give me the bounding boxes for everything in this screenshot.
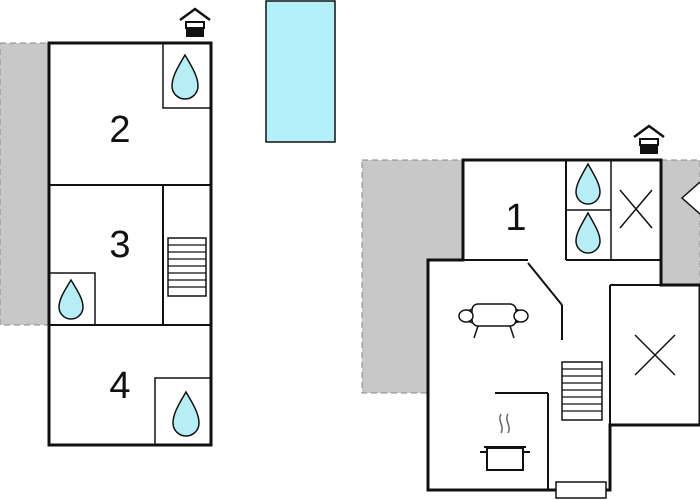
room-label: 2 (109, 109, 130, 151)
room-label: 1 (505, 197, 526, 239)
staircase-icon (167, 237, 207, 297)
outdoor-feature-icon (680, 181, 700, 215)
left-terrace (0, 42, 50, 326)
room-label: 3 (109, 224, 130, 266)
water-drop-icon (171, 53, 199, 100)
door-diagonal (527, 262, 563, 306)
entrance-step (555, 481, 607, 499)
bathroom-box-room3 (48, 272, 96, 326)
right-floor: 1 (361, 124, 700, 499)
crossed-box-icon (634, 334, 676, 376)
left-floor: 2 3 4 (0, 7, 213, 447)
bathroom-box-room4 (154, 377, 212, 446)
water-drop-icon (58, 278, 84, 320)
cooking-pot-icon (480, 413, 530, 471)
water-drop-icon (575, 211, 601, 254)
crossed-box-icon (619, 189, 653, 229)
water-drop-icon (172, 390, 200, 437)
right-floor-outer-wall (426, 158, 700, 492)
bathroom-box-room2 (162, 42, 212, 109)
swimming-pool (265, 0, 336, 143)
water-drop-icon (575, 162, 601, 205)
room-label: 4 (109, 365, 130, 407)
house-entrance-icon (179, 7, 211, 37)
staircase-icon (561, 361, 603, 421)
sofa-icon (458, 303, 529, 339)
house-entrance-icon (633, 124, 665, 154)
far-right-terrace (660, 159, 700, 286)
